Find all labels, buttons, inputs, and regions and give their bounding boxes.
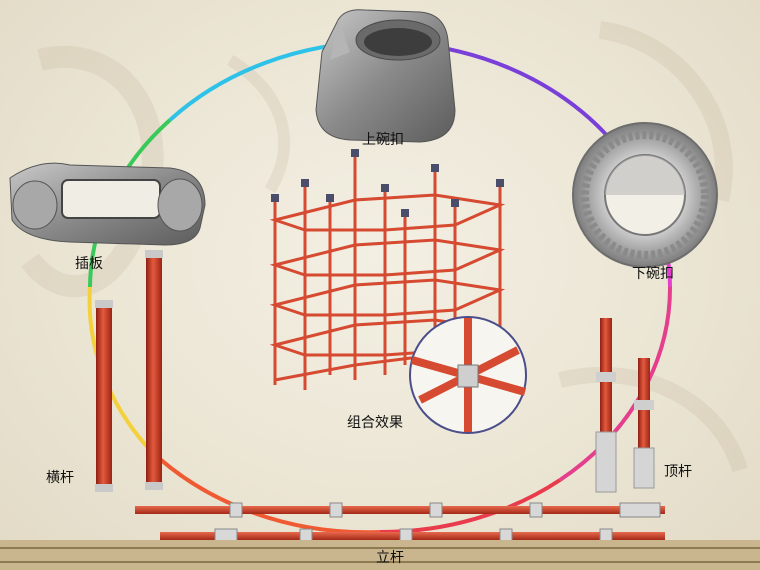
- lower-cup-icon: [572, 122, 718, 268]
- scaffold-assembly: [269, 155, 506, 390]
- label-lower-cup: 下碗扣: [632, 266, 674, 282]
- label-upright-pole: 立杆: [376, 550, 404, 566]
- upper-cup-icon: [315, 9, 456, 143]
- scaffold-caps: [271, 149, 504, 217]
- top-pole: [595, 318, 655, 493]
- decorative-border: [0, 540, 760, 570]
- crossbar-pipe: [95, 250, 163, 492]
- upright-pole: [135, 502, 665, 544]
- label-upper-cup: 上碗扣: [362, 132, 404, 148]
- plug-plate-icon: [9, 162, 206, 246]
- joint-detail-magnifier: [409, 316, 527, 434]
- label-crossbar: 横杆: [46, 470, 74, 486]
- label-plug-plate: 插板: [75, 256, 103, 272]
- label-combined-effect: 组合效果: [347, 415, 403, 431]
- label-top-pole: 顶杆: [664, 464, 692, 480]
